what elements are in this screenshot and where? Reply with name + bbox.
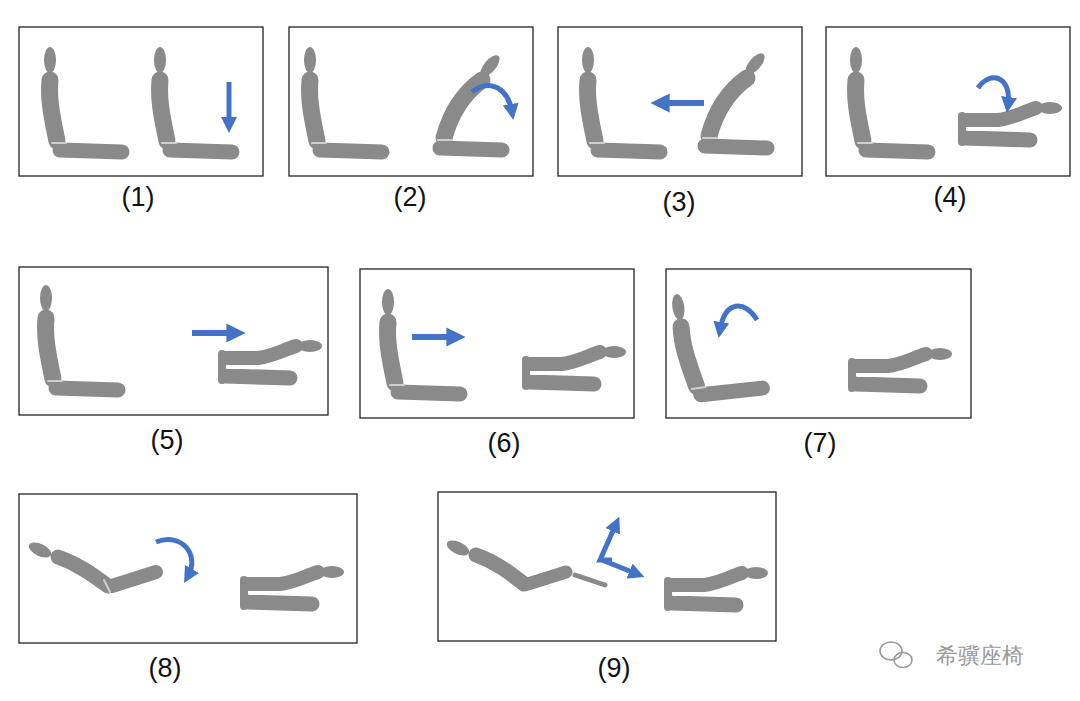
panel-number: (2) (394, 184, 427, 211)
panel-number: (8) (149, 655, 182, 682)
panel-number: (3) (663, 189, 696, 216)
panel-number: (4) (934, 184, 967, 211)
panel-number: (5) (151, 427, 184, 454)
panel-number: (7) (804, 430, 837, 457)
watermark: 希骥座椅 (936, 645, 1024, 667)
panel-number: (1) (122, 184, 155, 211)
panel-number: (9) (598, 655, 631, 682)
panel-number: (6) (488, 430, 521, 457)
